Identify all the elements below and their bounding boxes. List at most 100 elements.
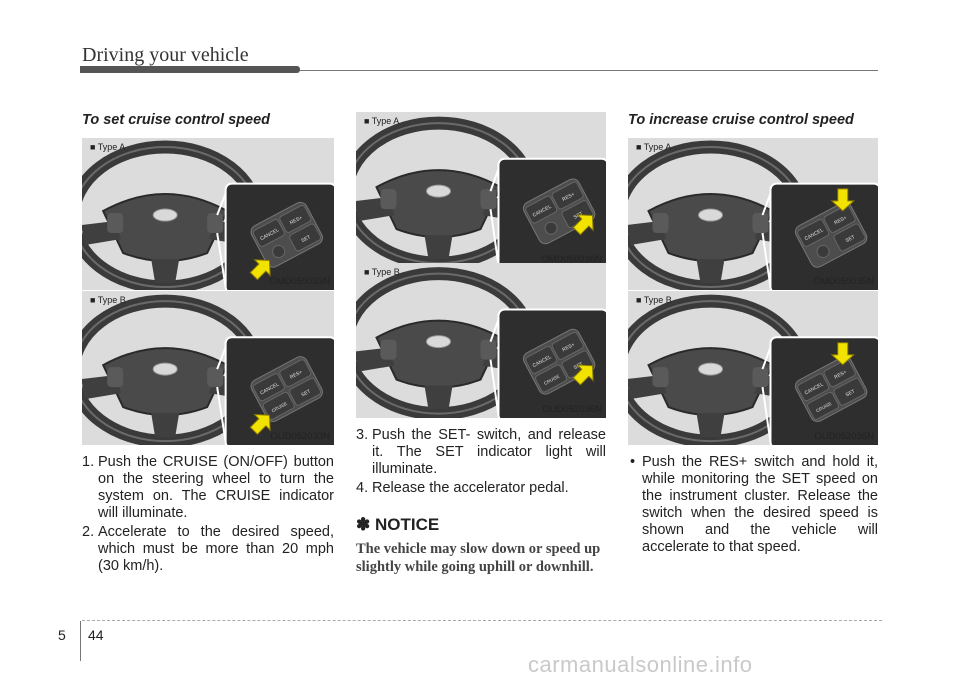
cancel-switch bbox=[252, 219, 285, 247]
page-number: 44 bbox=[88, 627, 104, 643]
step-1: 1. Push the CRUISE (ON/OFF) button on th… bbox=[82, 454, 334, 522]
set-speed-heading: To set cruise control speed bbox=[82, 112, 271, 128]
cruise-switch bbox=[535, 364, 568, 393]
press-arrow-icon bbox=[249, 259, 271, 281]
res-switch-label: RES+ bbox=[289, 215, 304, 227]
step-3: 3. Push the SET- switch, and release it.… bbox=[356, 427, 606, 478]
step-number: 3. bbox=[356, 427, 369, 443]
header-bar bbox=[80, 66, 300, 73]
step-text: Push the CRUISE (ON/OFF) button on the s… bbox=[98, 454, 334, 521]
right-control-buttons bbox=[752, 367, 769, 388]
left-control-buttons bbox=[380, 339, 397, 360]
set-switch bbox=[833, 377, 866, 406]
set-switch bbox=[289, 223, 322, 252]
callout-line bbox=[216, 193, 227, 216]
brand-logo-icon bbox=[426, 184, 451, 198]
res-switch-label: RES+ bbox=[833, 215, 848, 227]
res-switch-label: RES+ bbox=[289, 369, 304, 381]
cruise-switch bbox=[807, 391, 840, 420]
bullet-item: • Push the RES+ switch and hold it, whil… bbox=[628, 454, 878, 556]
watermark: carmanualsonline.info bbox=[528, 652, 753, 677]
figure-type-label: ■ Type B bbox=[364, 267, 400, 277]
cancel-switch bbox=[525, 345, 558, 374]
steering-wheel-spoke bbox=[696, 413, 725, 438]
set-switch bbox=[289, 377, 322, 406]
res-switch bbox=[551, 331, 584, 360]
callout-line bbox=[216, 346, 227, 370]
figure-type-label: ■ Type A bbox=[364, 116, 400, 126]
notice-icon: ✽ bbox=[356, 515, 371, 534]
cruise-switch bbox=[544, 221, 558, 235]
figure-code: OUD052033N bbox=[270, 431, 330, 442]
steering-wheel-spoke bbox=[151, 259, 180, 284]
set-switch-label: SET bbox=[300, 234, 311, 244]
figure-code: OMD050035N bbox=[813, 276, 874, 287]
figure-type-label: ■ Type B bbox=[636, 295, 672, 305]
set-switch bbox=[833, 223, 866, 252]
increase-speed-heading: To increase cruise control speed bbox=[628, 112, 854, 128]
res-switch-label: RES+ bbox=[833, 369, 848, 381]
step-2: 2. Accelerate to the desired speed, whic… bbox=[82, 524, 334, 575]
steering-wheel-spoke bbox=[151, 413, 180, 438]
left-control-buttons bbox=[107, 213, 124, 234]
cancel-switch bbox=[252, 373, 285, 402]
step-number: 4. bbox=[356, 480, 369, 496]
brand-logo-icon bbox=[698, 208, 723, 222]
figure-type-label: ■ Type B bbox=[90, 295, 126, 305]
brand-logo-icon bbox=[152, 208, 178, 222]
figure-type-label: ■ Type A bbox=[636, 142, 672, 152]
press-arrow-icon bbox=[572, 214, 594, 236]
figure-code: OMD050036N bbox=[541, 254, 602, 265]
notice-title: NOTICE bbox=[374, 515, 440, 534]
cruise-switch bbox=[262, 391, 295, 420]
cancel-switch bbox=[525, 195, 558, 224]
left-control-buttons bbox=[380, 189, 397, 210]
figure-code: OUD052035N bbox=[814, 431, 874, 442]
bullet-text: Push the RES+ switch and hold it, while … bbox=[642, 454, 878, 555]
left-control-buttons bbox=[652, 367, 669, 388]
callout-line bbox=[761, 346, 772, 370]
right-control-buttons bbox=[480, 339, 497, 360]
res-switch-label: RES+ bbox=[561, 342, 576, 354]
callout-line bbox=[489, 168, 500, 192]
press-arrow-icon bbox=[572, 364, 594, 386]
res-switch bbox=[551, 181, 584, 210]
set-switch-label: SET bbox=[845, 234, 856, 244]
right-control-buttons bbox=[207, 367, 224, 388]
arrow-shape bbox=[830, 342, 856, 366]
left-control-buttons bbox=[652, 213, 669, 234]
cruise-switch bbox=[272, 245, 286, 259]
left-control-buttons bbox=[107, 367, 124, 388]
res-switch bbox=[279, 204, 312, 233]
right-control-buttons bbox=[752, 213, 769, 234]
footer-rule bbox=[82, 620, 882, 622]
step-number: 2. bbox=[82, 524, 95, 540]
steering-wheel-spoke bbox=[696, 259, 725, 284]
step-text: Release the accelerator pedal. bbox=[372, 480, 569, 496]
callout-line bbox=[489, 208, 500, 266]
arrow-shape bbox=[249, 259, 271, 281]
brand-logo-icon bbox=[698, 362, 723, 376]
header-rule bbox=[300, 70, 878, 71]
right-control-buttons bbox=[480, 189, 497, 210]
res-switch-label: RES+ bbox=[561, 191, 576, 203]
step-text: Push the SET- switch, and release it. Th… bbox=[372, 427, 606, 477]
press-arrow-icon bbox=[830, 342, 856, 366]
step-4: 4. Release the accelerator pedal. bbox=[356, 480, 606, 497]
res-switch bbox=[823, 204, 856, 233]
step-number: 1. bbox=[82, 454, 95, 470]
brand-logo-icon bbox=[152, 362, 178, 376]
set-switch-label: SET bbox=[300, 389, 311, 399]
steering-wheel-spoke bbox=[424, 235, 453, 260]
steering-wheel-spoke bbox=[424, 385, 453, 410]
arrow-shape bbox=[572, 364, 594, 386]
